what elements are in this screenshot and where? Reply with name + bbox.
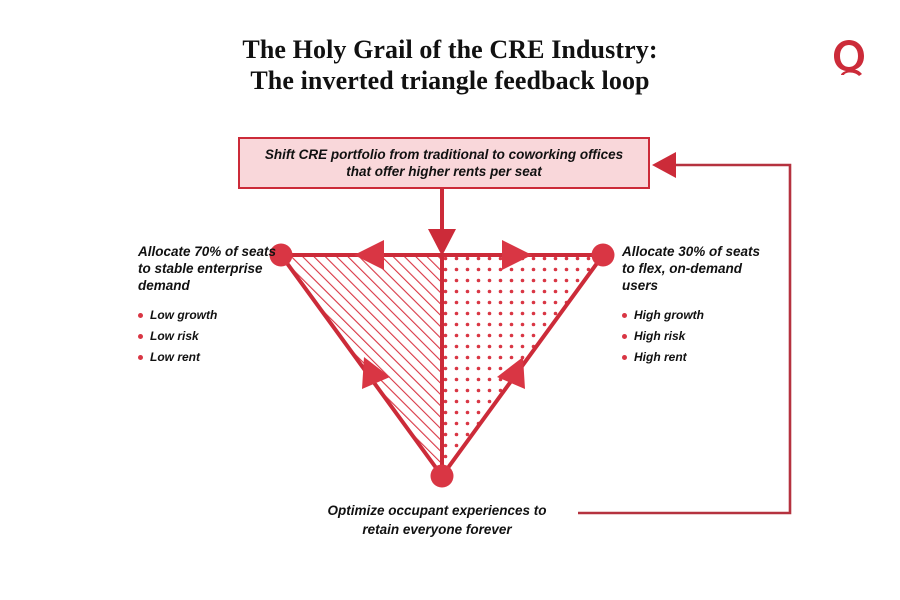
callout-text: Shift CRE portfolio from traditional to … xyxy=(264,147,624,179)
list-item: Low risk xyxy=(138,326,217,347)
arrow-top-edge-right xyxy=(502,240,532,270)
left-node-label: Allocate 70% of seats to stable enterpri… xyxy=(138,244,277,293)
arrow-feedback-into-callout xyxy=(652,152,676,178)
bottom-caption-line-2: retain everyone forever xyxy=(362,522,512,537)
page-title: The Holy Grail of the CRE Industry: The … xyxy=(0,34,900,96)
bottom-node-caption: Optimize occupant experiences to retain … xyxy=(292,501,582,539)
feedback-loop-path xyxy=(578,163,792,515)
vertex-bottom xyxy=(430,464,454,488)
vertex-top-right xyxy=(591,243,615,267)
arrow-left-edge-down xyxy=(362,357,390,389)
callout-box[interactable]: Shift CRE portfolio from traditional to … xyxy=(238,137,650,189)
list-item: High risk xyxy=(622,326,704,347)
right-node-label: Allocate 30% of seats to flex, on-demand… xyxy=(622,244,761,293)
arrow-callout-to-triangle xyxy=(428,229,456,256)
vertex-top-left xyxy=(269,243,293,267)
list-item: High rent xyxy=(622,347,704,368)
arrow-right-edge-down xyxy=(497,357,525,389)
list-item: Low growth xyxy=(138,305,217,326)
left-node-bullet-list: Low growth Low risk Low rent xyxy=(138,305,217,368)
bottom-caption-line-1: Optimize occupant experiences to xyxy=(327,503,547,518)
title-line-1: The Holy Grail of the CRE Industry: xyxy=(242,35,658,64)
right-node-bullet-list: High growth High risk High rent xyxy=(622,305,704,368)
quartz-q-logo-icon xyxy=(831,38,867,78)
list-item: Low rent xyxy=(138,347,217,368)
list-item: High growth xyxy=(622,305,704,326)
arrow-top-edge-left xyxy=(354,240,384,270)
title-line-2: The inverted triangle feedback loop xyxy=(250,66,650,95)
